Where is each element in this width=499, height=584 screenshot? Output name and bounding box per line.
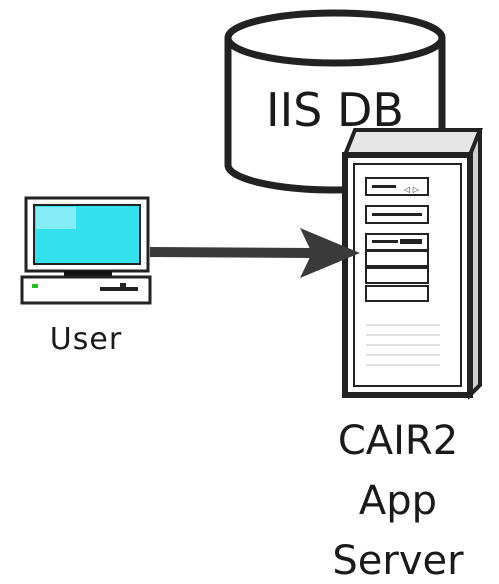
svg-text:◁ ▷: ◁ ▷ [403,185,420,194]
vent-grille [366,324,440,366]
server-label-line-2: App [359,478,437,524]
database-icon: IIS DB [224,9,446,194]
server-label: CAIR2 App Server [332,418,464,584]
server-label-line-1: CAIR2 [338,418,458,464]
server-label-line-3: Server [332,538,464,584]
user-computer-icon: User [20,196,152,357]
server-tower-icon: ◁ ▷ [342,128,483,400]
user-label: User [50,322,122,357]
connection-arrow [149,228,360,278]
